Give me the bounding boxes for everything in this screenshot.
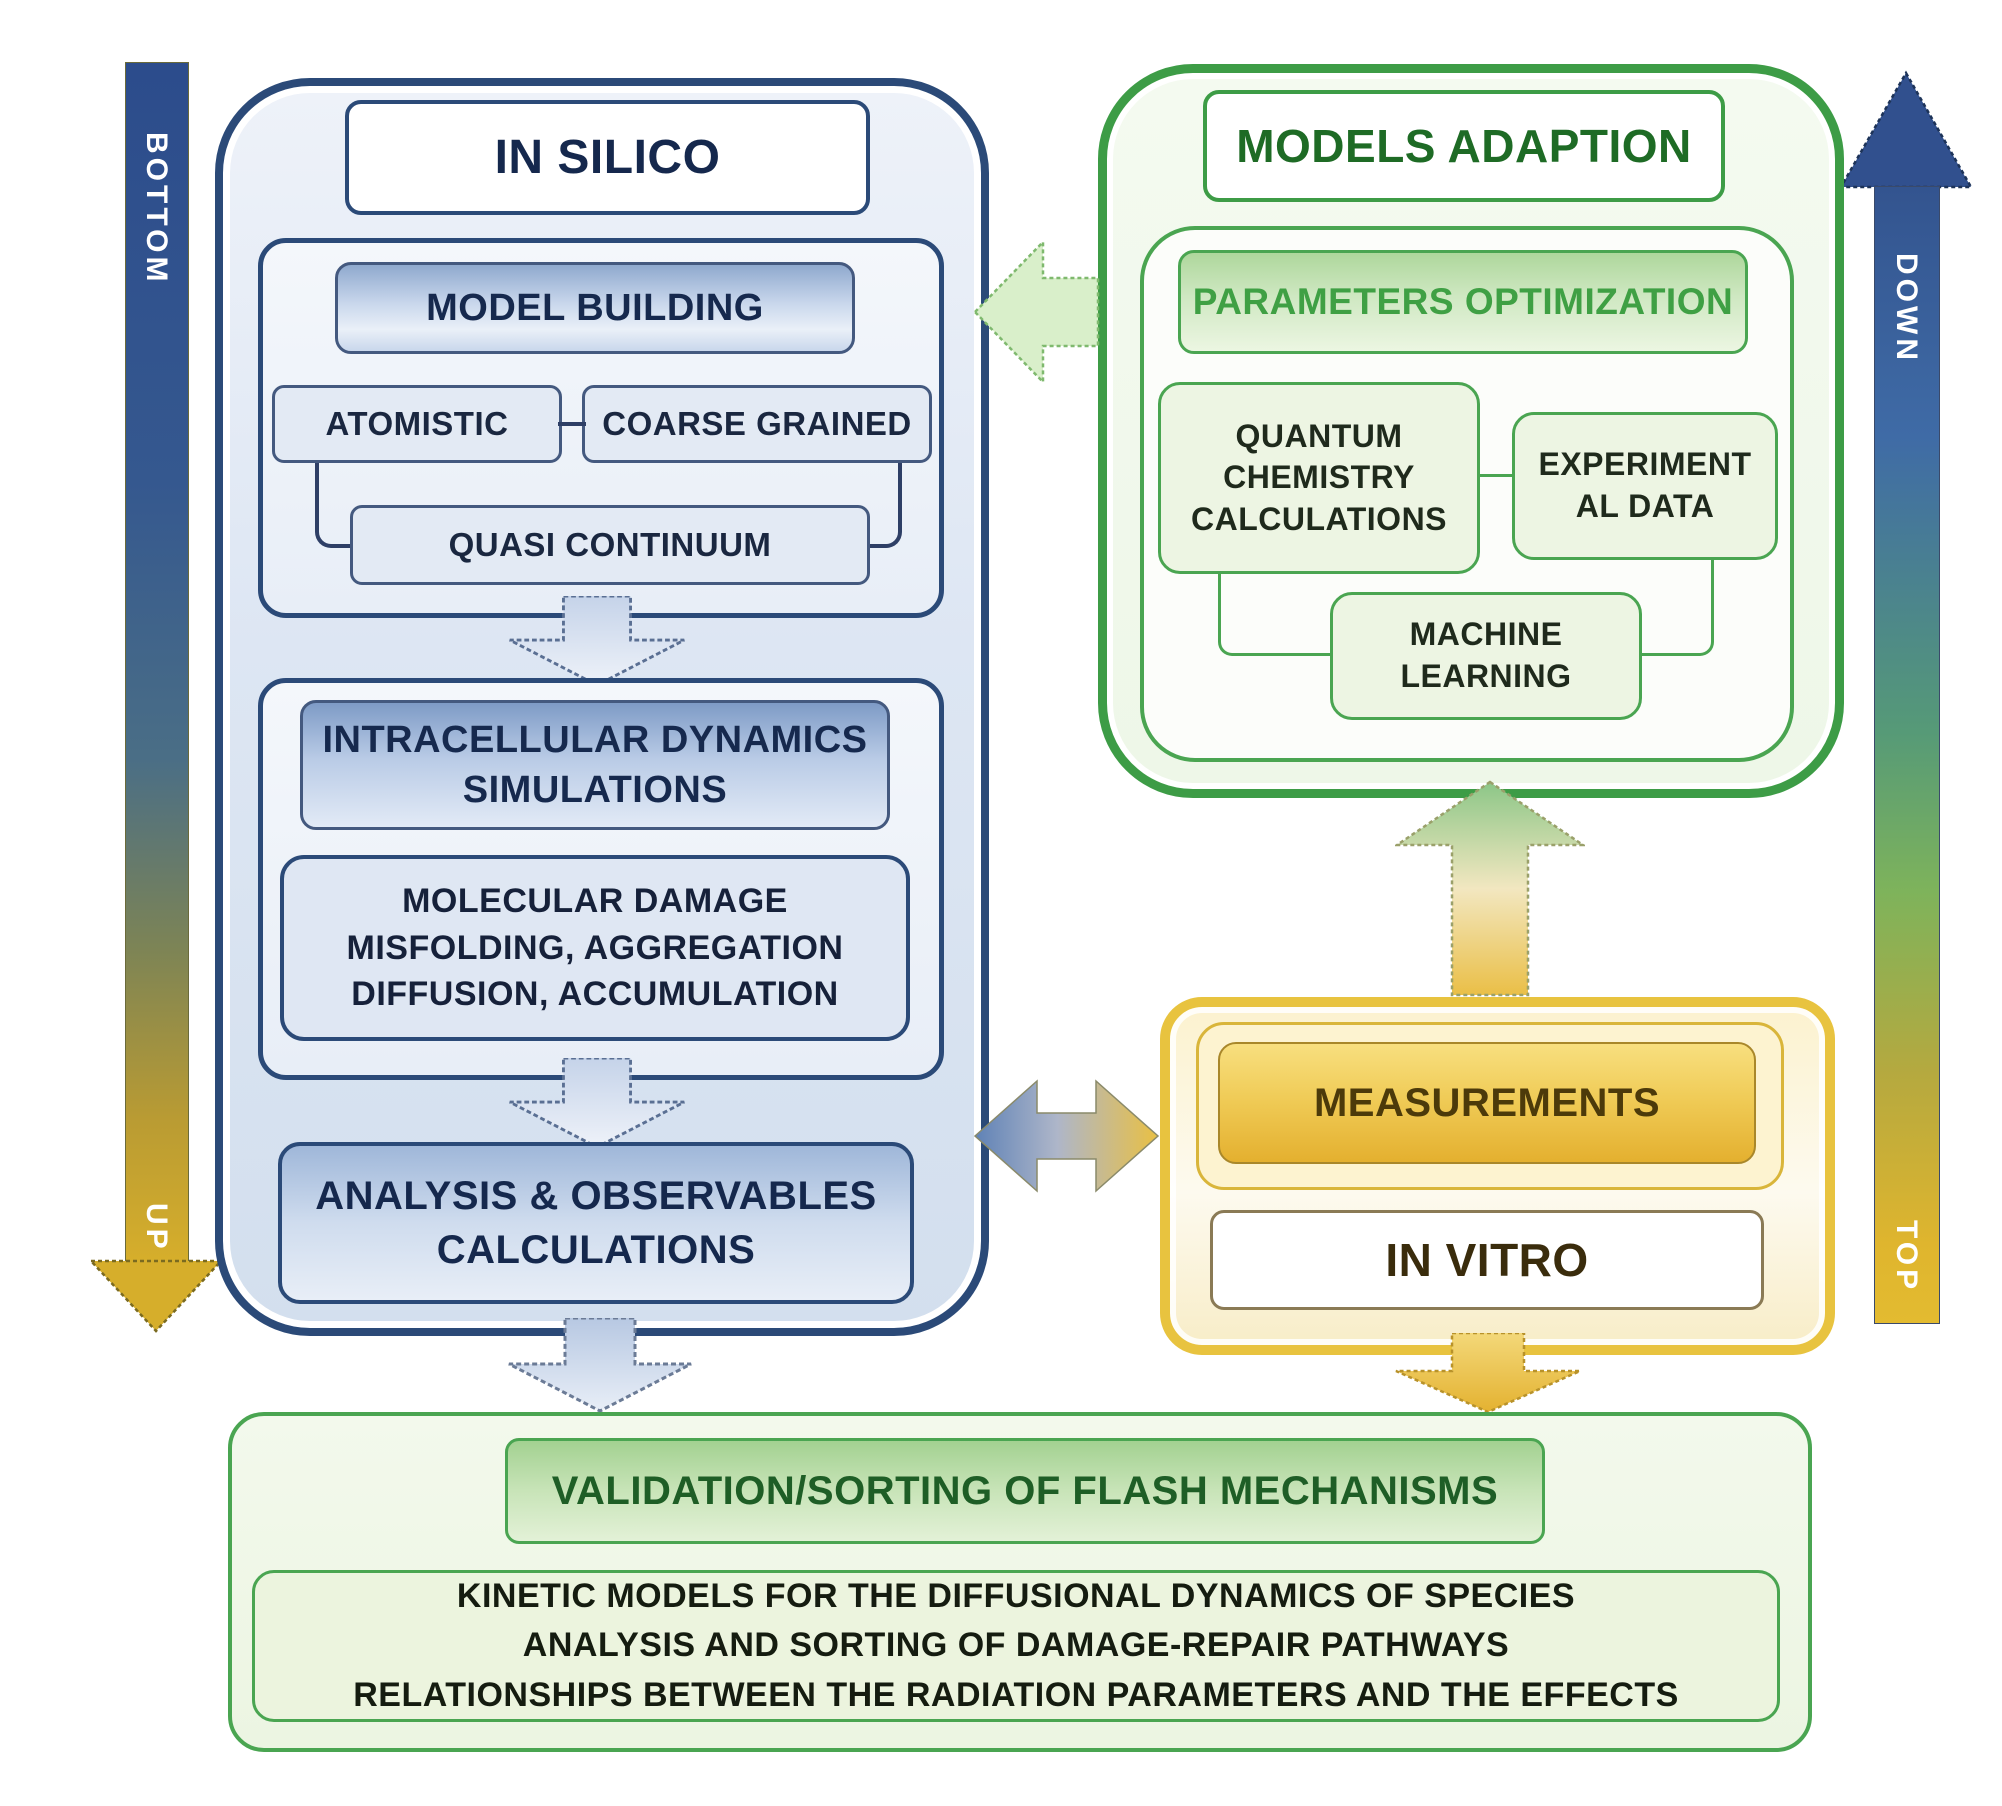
in-vitro-title: IN VITRO: [1210, 1210, 1764, 1310]
molecular-line2: MISFOLDING, AGGREGATION: [346, 928, 844, 967]
kinetic-models-box: KINETIC MODELS FOR THE DIFFUSIONAL DYNAM…: [252, 1570, 1780, 1722]
atomistic-quasi-connector-line: [315, 463, 350, 548]
right-arrow-up-head-icon: [1838, 70, 1974, 189]
atomistic-coarse-connector-line: [558, 422, 586, 426]
machine-line2: LEARNING: [1400, 658, 1572, 694]
arrow-down-icon: [509, 1058, 685, 1149]
molecular-damage-box: MOLECULAR DAMAGE MISFOLDING, AGGREGATION…: [280, 855, 910, 1041]
arrow-down-icon: [509, 596, 685, 687]
experimental-line2: AL DATA: [1575, 488, 1715, 524]
molecular-line3: DIFFUSION, ACCUMULATION: [351, 975, 839, 1014]
analysis-line2: CALCULATIONS: [436, 1228, 756, 1272]
quantum-line2: CHEMISTRY: [1223, 459, 1415, 496]
arrow-left-icon: [973, 238, 1100, 386]
intracellular-header-line1: INTRACELLULAR DYNAMICS: [322, 718, 868, 761]
left-arrow-top-label: BOTTOM: [140, 132, 173, 286]
experimental-line1: EXPERIMENT: [1538, 446, 1752, 483]
left-arrow-bottom-label: UP: [140, 1203, 173, 1253]
analysis-observables-box: ANALYSIS & OBSERVABLES CALCULATIONS: [278, 1142, 914, 1304]
quantum-chemistry-box: QUANTUM CHEMISTRY CALCULATIONS: [1158, 382, 1480, 574]
machine-learning-box: MACHINE LEARNING: [1330, 592, 1642, 720]
kinetic-line3: RELATIONSHIPS BETWEEN THE RADIATION PARA…: [353, 1675, 1679, 1714]
experimental-machine-connector-line: [1642, 560, 1714, 656]
coarse-grained-box: COARSE GRAINED: [582, 385, 932, 463]
arrow-down-icon: [508, 1318, 692, 1413]
measurements-box: MEASUREMENTS: [1218, 1042, 1756, 1164]
kinetic-line1: KINETIC MODELS FOR THE DIFFUSIONAL DYNAM…: [456, 1577, 1576, 1616]
quantum-machine-connector-line: [1218, 574, 1330, 656]
analysis-line1: ANALYSIS & OBSERVABLES: [315, 1174, 877, 1218]
model-building-header: MODEL BUILDING: [335, 262, 855, 354]
quantum-experimental-connector-line: [1478, 474, 1514, 477]
right-gradient-arrow-bar: [1874, 186, 1940, 1324]
experimental-data-box: EXPERIMENT AL DATA: [1512, 412, 1778, 560]
in-silico-title: IN SILICO: [345, 100, 870, 215]
machine-line1: MACHINE: [1409, 616, 1563, 653]
left-arrow-down-head-icon: [88, 1259, 224, 1333]
molecular-line1: MOLECULAR DAMAGE: [402, 881, 788, 920]
validation-header: VALIDATION/SORTING OF FLASH MECHANISMS: [505, 1438, 1545, 1544]
intracellular-header-line2: SIMULATIONS: [462, 769, 728, 811]
right-arrow-bottom-label: TOP: [1890, 1220, 1923, 1294]
parameters-optimization-header: PARAMETERS OPTIMIZATION: [1178, 250, 1748, 354]
coarse-quasi-connector-line: [868, 463, 902, 548]
right-arrow-top-label: DOWN: [1890, 252, 1923, 364]
intracellular-header: INTRACELLULAR DYNAMICS SIMULATIONS: [300, 700, 890, 830]
quasi-continuum-box: QUASI CONTINUUM: [350, 505, 870, 585]
kinetic-line2: ANALYSIS AND SORTING OF DAMAGE-REPAIR PA…: [522, 1626, 1510, 1665]
arrow-left-right-icon: [973, 1079, 1160, 1193]
quantum-line3: CALCULATIONS: [1190, 500, 1448, 537]
atomistic-box: ATOMISTIC: [272, 385, 562, 463]
models-adaption-title: MODELS ADAPTION: [1203, 90, 1725, 202]
quantum-line1: QUANTUM: [1235, 417, 1403, 454]
arrow-down-icon: [1395, 1333, 1581, 1414]
left-gradient-arrow-bar: [125, 62, 189, 1262]
arrow-up-icon: [1395, 780, 1585, 997]
